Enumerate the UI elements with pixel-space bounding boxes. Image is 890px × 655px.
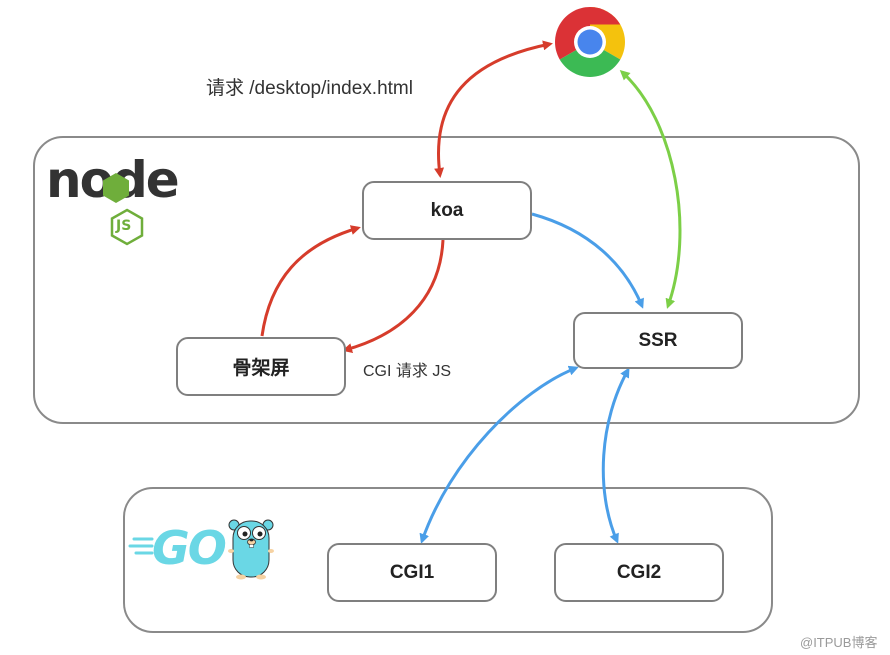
arrow-koa-ssr [531, 212, 644, 309]
chrome-icon [555, 7, 625, 77]
cgi1-node: CGI1 [327, 543, 497, 602]
nodejs-logo: node JS [46, 152, 216, 252]
arrow-skeleton-koa [260, 225, 361, 337]
js-text: JS [116, 218, 132, 234]
go-speed-lines-icon [128, 537, 154, 555]
gopher-icon [228, 519, 274, 580]
arrow-ssr-cgi1 [419, 365, 579, 544]
arrow-koa-skeleton [342, 239, 445, 353]
koa-node: koa [362, 181, 532, 240]
js-hexagon-icon [110, 208, 144, 246]
go-logo: GO [128, 513, 288, 585]
cgi-request-label: CGI 请求 JS [363, 363, 452, 380]
arrow-ssr-cgi2 [601, 367, 630, 544]
watermark: @ITPUB博客 [800, 635, 878, 650]
node-hexagon-icon [103, 173, 129, 203]
arrow-browser-ssr [619, 69, 682, 309]
cgi2-node: CGI2 [554, 543, 724, 602]
ssr-node: SSR [573, 312, 743, 369]
go-wordmark: GO [152, 521, 227, 575]
arrow-browser-koa [434, 40, 553, 178]
skeleton-node: 骨架屏 [176, 337, 346, 396]
request-label: 请求 /desktop/index.html [206, 78, 413, 99]
